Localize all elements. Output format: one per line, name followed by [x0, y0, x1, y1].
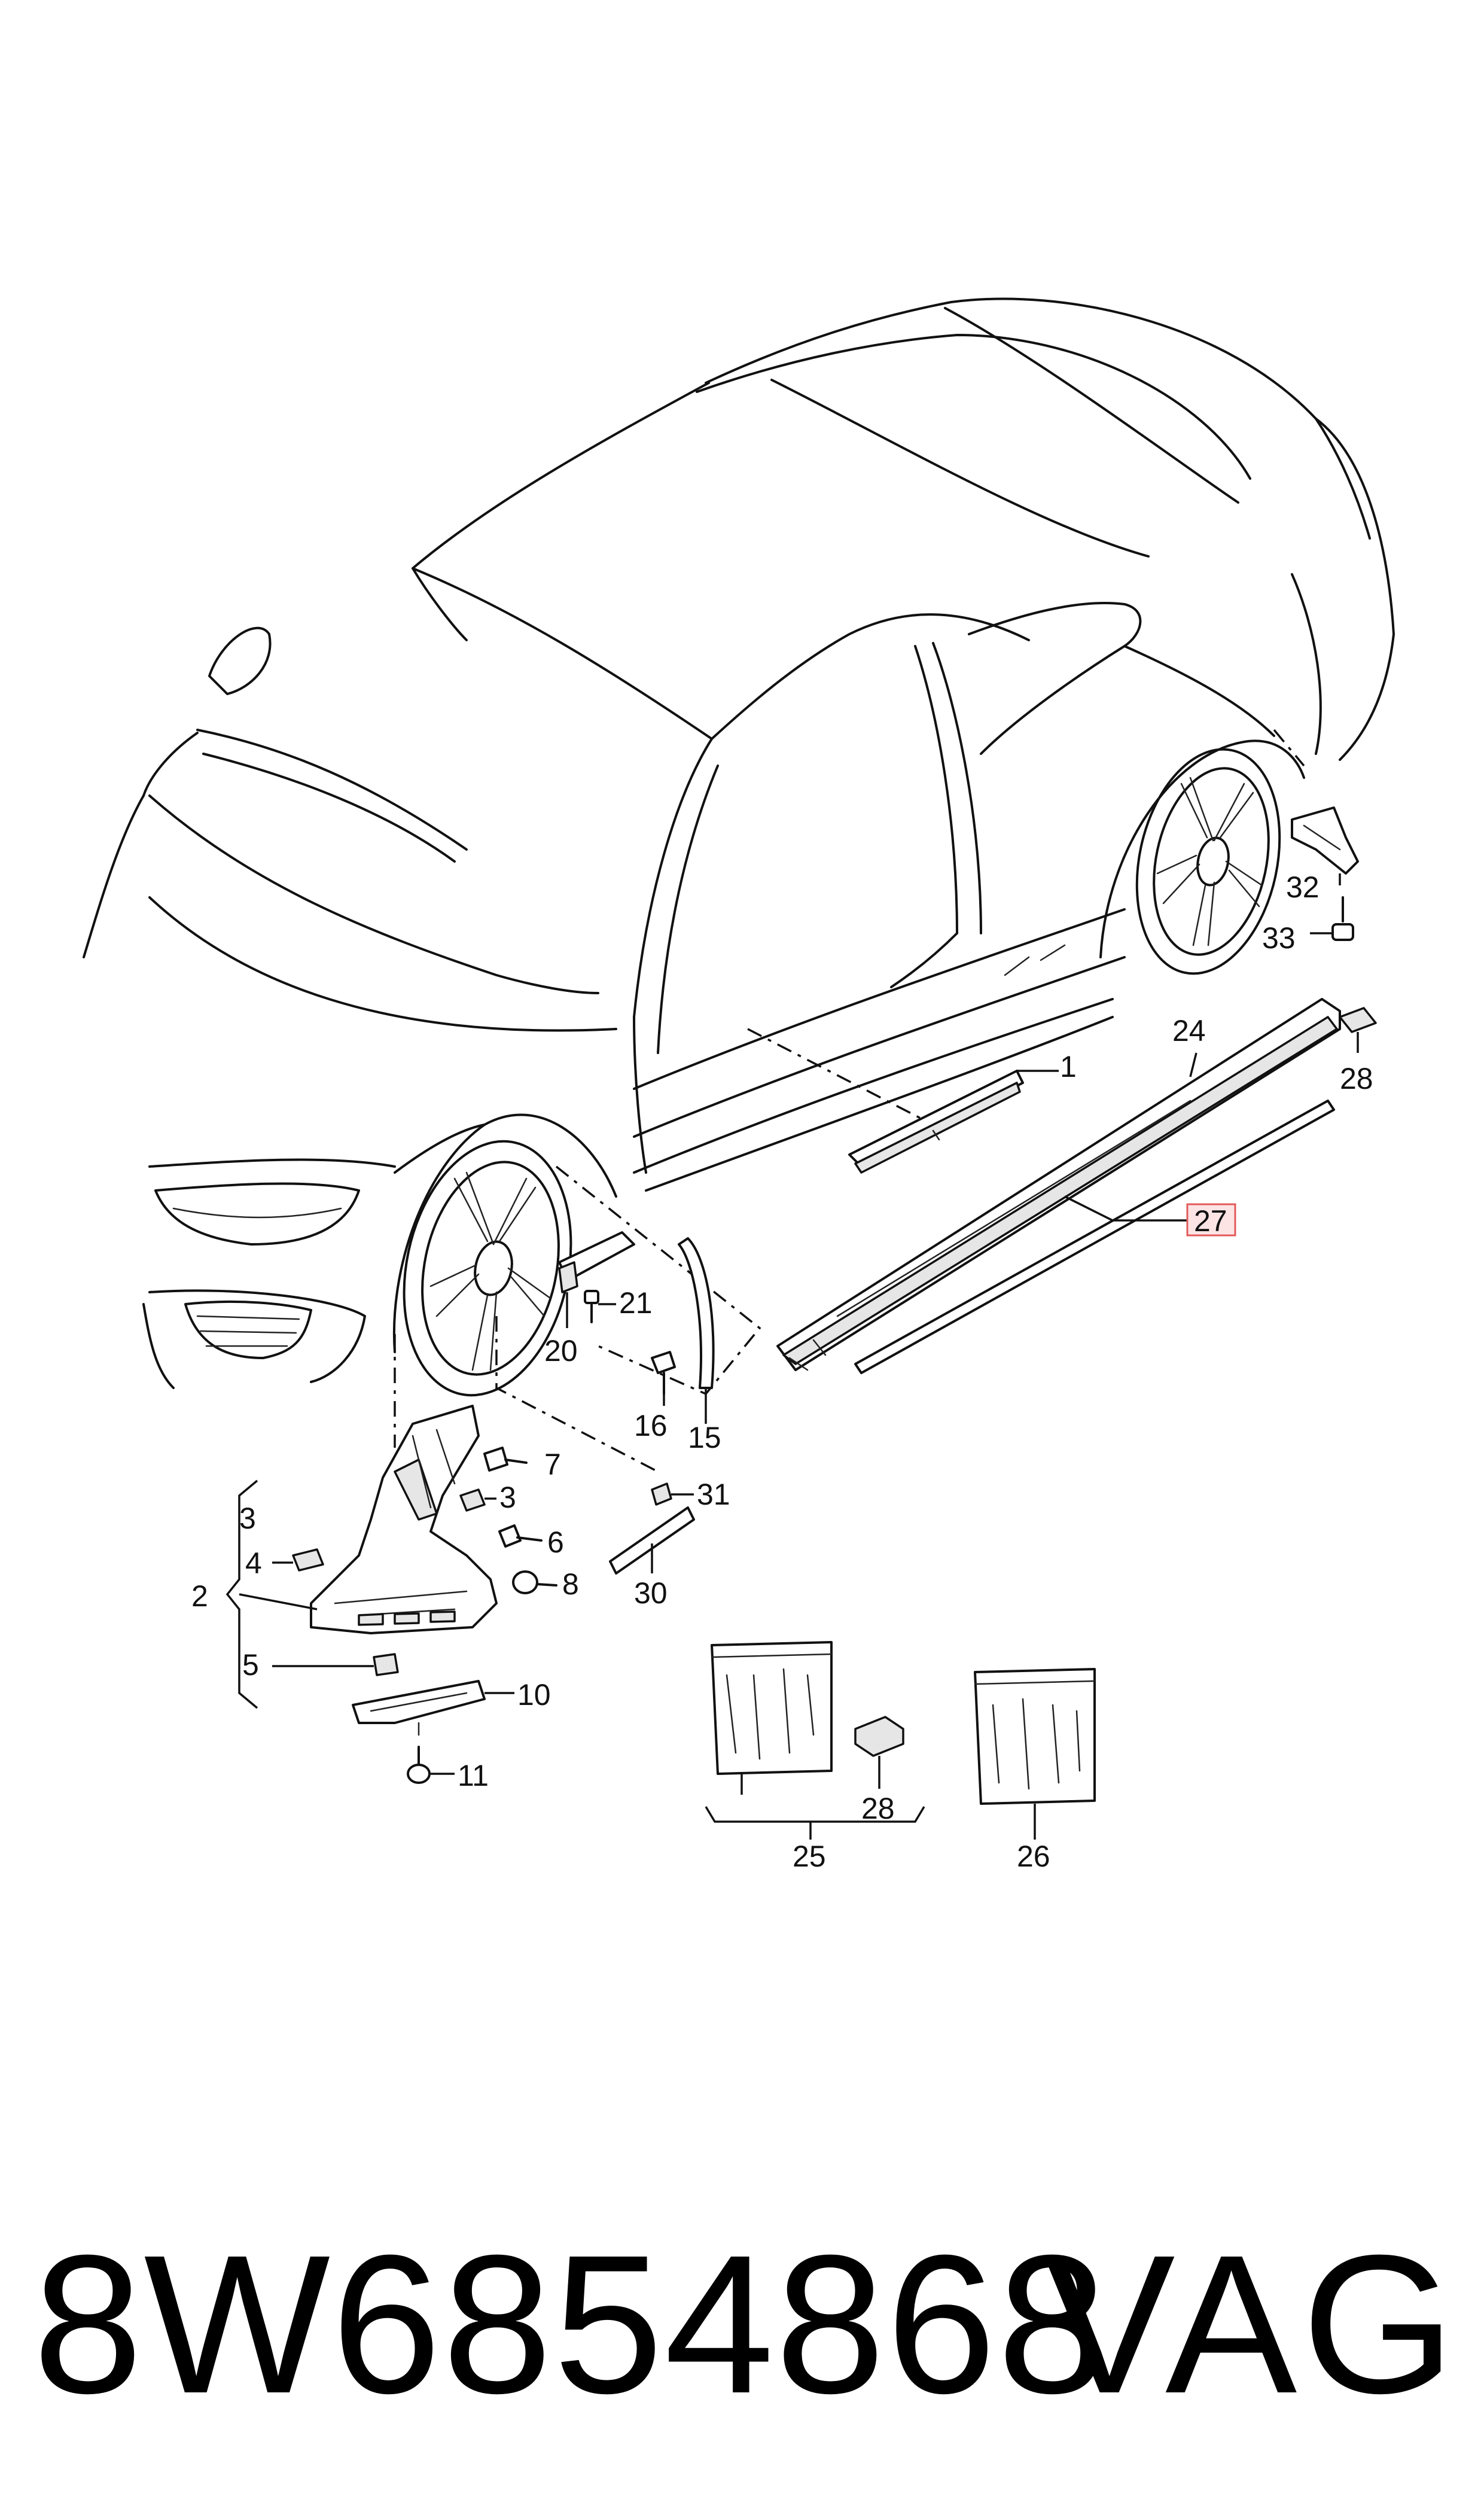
- part-number: 8W6854868: [33, 2213, 1108, 2434]
- part-20-bracket: [558, 1231, 635, 1328]
- callout-27: 27: [1194, 1204, 1227, 1238]
- part-28-clip-kit: [854, 1716, 904, 1789]
- car-body-illustration: [83, 297, 1395, 1397]
- callout-1: 1: [1060, 1050, 1077, 1083]
- group-brace-2: [226, 1479, 318, 1709]
- highlight-box-27: [1186, 1203, 1236, 1237]
- callout-labels: 1 24 28 27 32 33 20 21 16 15 7 3 6 8 31 …: [191, 870, 1373, 1873]
- callout-21: 21: [619, 1286, 653, 1320]
- part-5-nut: [272, 1653, 399, 1676]
- part-6-screw: [498, 1524, 543, 1548]
- part-25-bag: [711, 1641, 833, 1795]
- part-31-clip: [651, 1482, 694, 1506]
- part-26-bag: [974, 1668, 1096, 1840]
- part-11-screw: [407, 1746, 455, 1784]
- callout-31: 31: [697, 1478, 730, 1511]
- callout-25: 25: [793, 1840, 826, 1873]
- part-33-screw: [1310, 896, 1354, 941]
- reference-dash-lines: [394, 729, 1305, 1473]
- part-21-screw: [584, 1290, 616, 1323]
- callout-6: 6: [547, 1526, 564, 1559]
- rear-wheel: [1135, 748, 1281, 975]
- part-8-screw: [512, 1570, 557, 1594]
- callout-26: 26: [1017, 1840, 1050, 1873]
- parts-diagram: 1 24 28 27 32 33 20 21 16 15 7 3 6 8 31 …: [83, 297, 1395, 1873]
- callout-3: 3: [499, 1481, 516, 1514]
- callout-15: 15: [688, 1421, 721, 1454]
- callout-5: 5: [242, 1648, 259, 1682]
- callout-11: 11: [458, 1759, 489, 1792]
- callout-28: 28: [1340, 1062, 1373, 1095]
- part-27-trim-strip: [854, 1100, 1335, 1374]
- callout-10: 10: [517, 1678, 551, 1712]
- part-7-screw: [483, 1447, 528, 1472]
- part-28-clip: [1339, 1007, 1377, 1053]
- part-10-bracket: [352, 1680, 514, 1736]
- part-24-side-skirt: [776, 998, 1341, 1371]
- part-1-sill-trim: [848, 1070, 1059, 1174]
- callout-7: 7: [544, 1448, 561, 1481]
- part-16-clip: [651, 1351, 676, 1406]
- callout-16: 16: [634, 1409, 668, 1442]
- part-3-clip: [459, 1488, 496, 1512]
- part-4-nut: [272, 1548, 324, 1572]
- part-30-strip: [609, 1506, 695, 1575]
- callout-28b: 28: [861, 1792, 895, 1825]
- part-15-arch-trim: [678, 1237, 715, 1424]
- callout-30: 30: [634, 1576, 668, 1610]
- kit-brace-25: [705, 1806, 925, 1840]
- callout-20: 20: [544, 1334, 578, 1368]
- part-2-wheel-house-liner: [310, 1405, 498, 1634]
- callout-8: 8: [562, 1567, 579, 1601]
- callout-24: 24: [1172, 1014, 1206, 1048]
- brand-label: VAG: [1043, 2213, 1460, 2434]
- callout-33: 33: [1262, 921, 1296, 955]
- callout-4: 4: [245, 1546, 262, 1580]
- callout-2: 2: [191, 1579, 208, 1613]
- part-32-rear-bracket: [1291, 806, 1359, 885]
- callout-3b: 3: [239, 1502, 256, 1535]
- callout-32: 32: [1286, 870, 1320, 904]
